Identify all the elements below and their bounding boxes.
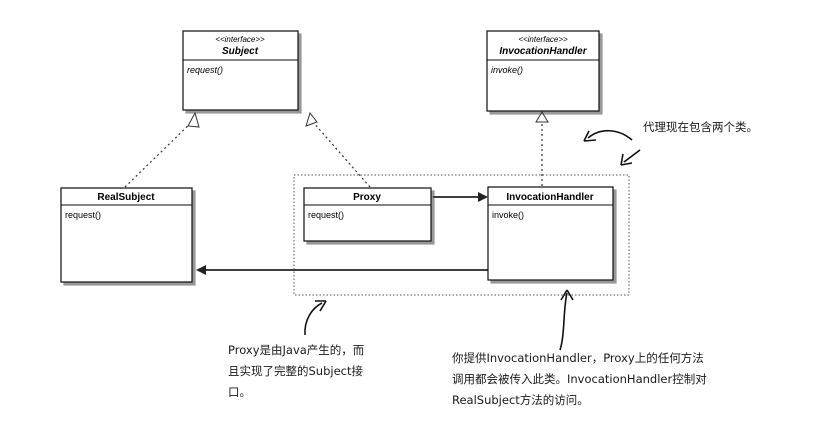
bottom-left-note-line-3: 口。 [228, 385, 251, 399]
bottom-left-note-line-2: 且实现了完整的Subject接 [228, 364, 363, 378]
handler-realization-arrowhead [535, 111, 549, 123]
proxy-to-handler-arrowhead [478, 192, 488, 202]
bottom-right-note-arrow [559, 292, 568, 351]
invocation-handler-box [487, 186, 614, 281]
invocation-handler-interface-stereotype: <<interface>> [518, 35, 568, 44]
real-subject-box [60, 187, 193, 283]
realsubject-realization-arrowhead [187, 111, 200, 128]
top-right-note-arrow-1-head [583, 130, 597, 142]
subject-stereotype: <<interface>> [215, 35, 265, 44]
invocation-handler-interface-method: invoke() [491, 65, 523, 75]
top-right-note-arrow-2-head [620, 153, 633, 166]
realsubject-to-subject-link [124, 117, 197, 188]
proxy-realization-arrowhead [305, 111, 318, 127]
invocation-handler-interface-box [486, 30, 600, 112]
handler-to-realsubject-arrowhead [196, 265, 206, 275]
bottom-left-note-arrow [304, 302, 323, 336]
bottom-left-note-line-1: Proxy是由Java产生的，而 [228, 343, 365, 357]
invocation-handler-method: invoke() [492, 210, 524, 220]
subject-interface-box [182, 30, 299, 111]
top-right-note-arrow-1 [587, 129, 633, 141]
bottom-left-note: Proxy是由Java产生的，而 且实现了完整的Subject接 口。 [228, 340, 364, 403]
bottom-right-note-line-1: 你提供InvocationHandler，Proxy上的任何方法 [452, 351, 704, 365]
bottom-right-note: 你提供InvocationHandler，Proxy上的任何方法 调用都会被传入… [452, 348, 707, 411]
real-subject-name: RealSubject [97, 192, 155, 203]
subject-name: Subject [222, 46, 259, 57]
top-right-note: 代理现在包含两个类。 [643, 117, 758, 138]
bottom-right-note-line-2: 调用都会被传入此类。InvocationHandler控制对 [452, 372, 707, 386]
subject-method: request() [187, 65, 223, 75]
bottom-right-note-line-3: RealSubject方法的访问。 [452, 393, 589, 407]
proxy-method: request() [308, 210, 344, 220]
invocation-handler-name: InvocationHandler [506, 192, 593, 203]
top-right-note-arrow-2 [623, 149, 641, 163]
bottom-right-note-arrow-head [560, 289, 574, 301]
proxy-to-subject-link [311, 120, 371, 188]
invocation-handler-interface-name: InvocationHandler [499, 46, 587, 57]
proxy-name: Proxy [353, 192, 381, 203]
real-subject-method: request() [65, 210, 101, 220]
bottom-left-note-arrow-head [315, 300, 327, 312]
top-right-note-text: 代理现在包含两个类。 [643, 120, 758, 134]
proxy-box [303, 187, 432, 242]
